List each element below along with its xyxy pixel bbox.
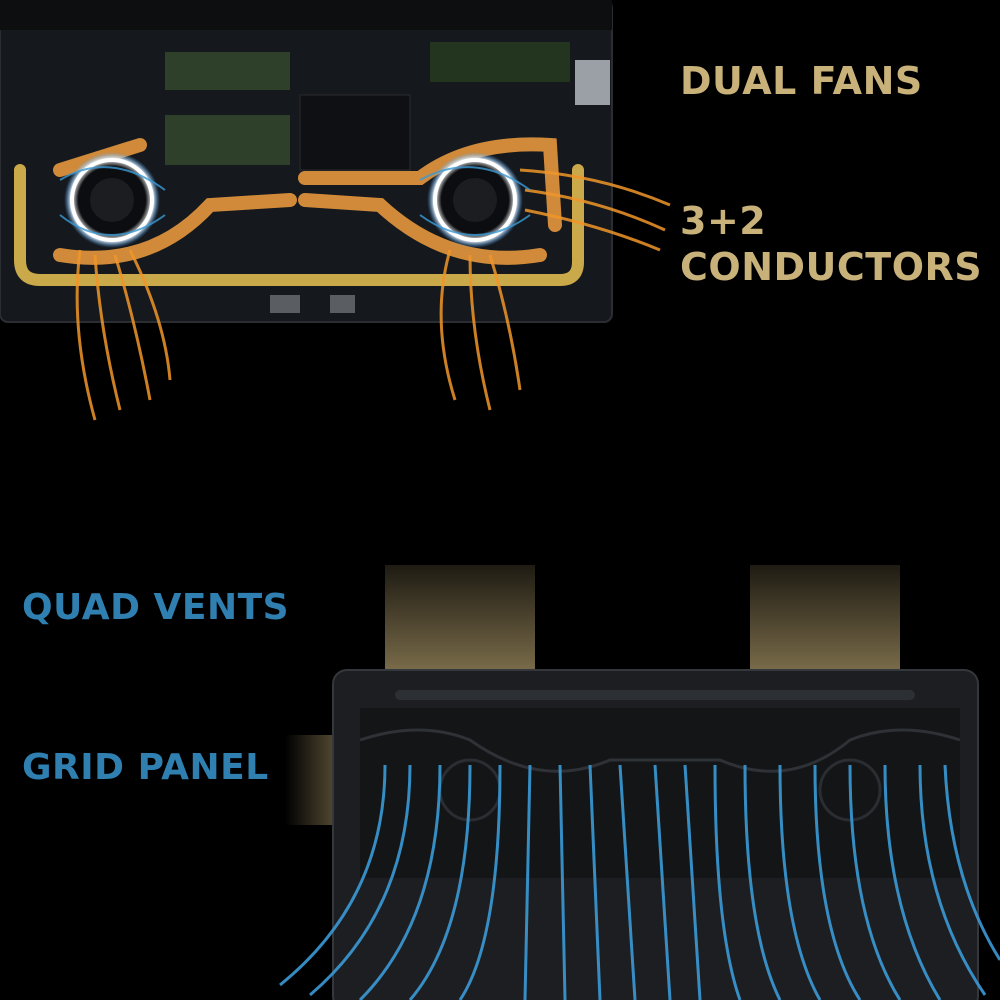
quad-vents-label: QUAD VENTS — [22, 587, 290, 628]
fan-icon — [427, 152, 523, 248]
laptop-chassis — [332, 669, 979, 1000]
port-icon — [330, 295, 355, 313]
conductors-text: CONDUCTORS — [680, 245, 983, 289]
vent-icon — [395, 690, 915, 700]
dual-fans-label: DUAL FANS — [680, 59, 923, 103]
exhaust-beams — [285, 565, 900, 825]
conductors-label: 3+2 CONDUCTORS — [680, 198, 990, 290]
heatpipe-icon — [14, 137, 584, 286]
airflow-icon — [75, 168, 671, 421]
fan-icon — [818, 758, 882, 822]
ssd-module — [430, 42, 570, 82]
fan-icon — [64, 152, 160, 248]
airflow-icon — [59, 166, 531, 236]
port-icon — [270, 295, 300, 313]
conductors-count: 3+2 — [680, 199, 767, 243]
airflow-icon — [279, 764, 1000, 1000]
port-icon — [575, 60, 610, 105]
ram-module — [165, 115, 290, 165]
ram-module — [165, 52, 290, 90]
grid-panel-label: GRID PANEL — [22, 747, 269, 788]
